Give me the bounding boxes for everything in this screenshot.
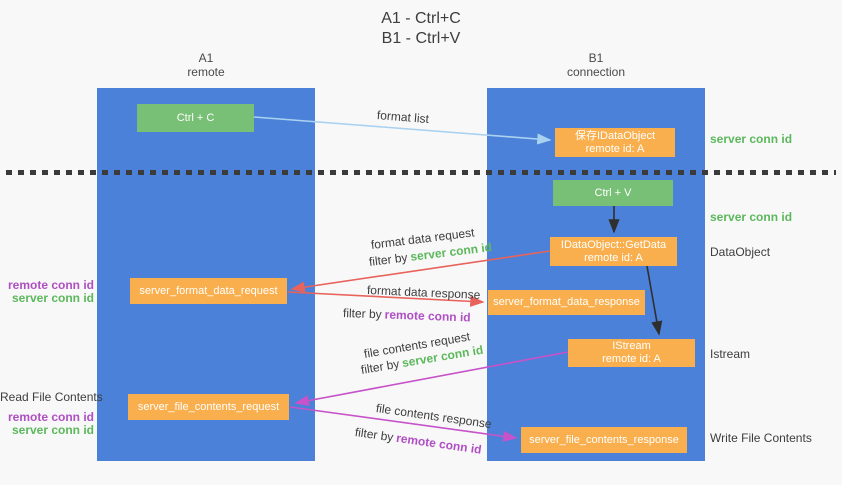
label-remote-conn-id-file: remote conn id — [7, 410, 94, 424]
filter-target: remote conn id — [384, 307, 471, 325]
arrow-file-contents-request — [294, 351, 569, 407]
label-write-file-contents: Write File Contents — [710, 431, 812, 445]
label-server-conn-id-top: server conn id — [710, 132, 793, 146]
column-a1-name: A1 — [198, 51, 214, 65]
arrow-format-data-request — [290, 250, 551, 293]
label-server-conn-id-format: server conn id — [11, 291, 94, 305]
diagram-title: A1 - Ctrl+C B1 - Ctrl+V — [0, 9, 842, 49]
session-separator-dotted-line — [6, 170, 836, 175]
save-idataobject-line2: remote id: A — [585, 142, 645, 155]
node-server-format-data-request: server_format_data_request — [130, 278, 287, 304]
label-istream: Istream — [710, 347, 751, 361]
node-ctrl-v: Ctrl + V — [553, 180, 673, 206]
istream-line2: remote id: A — [602, 353, 661, 365]
node-istream: IStream remote id: A — [568, 339, 695, 367]
getdata-line1: IDataObject::GetData — [560, 238, 667, 251]
label-read-file-contents: Read File Contents — [0, 390, 103, 404]
node-ctrl-c: Ctrl + C — [137, 104, 254, 132]
file-response-label: server_file_contents_response — [529, 433, 679, 446]
arrow-format-list — [253, 116, 552, 145]
ctrl-c-label: Ctrl + C — [176, 111, 215, 124]
arrow-getdata-to-istream — [646, 265, 663, 336]
filter-prefix: filter by — [342, 306, 382, 322]
arrow-format-data-response — [287, 291, 485, 307]
node-server-file-contents-response: server_file_contents_response — [521, 427, 687, 453]
save-idataobject-line1: 保存IDataObject — [574, 129, 656, 142]
node-save-idataobject: 保存IDataObject remote id: A — [555, 128, 675, 157]
format-request-label: server_format_data_request — [139, 284, 278, 297]
column-a1-subtitle: remote — [187, 65, 225, 79]
istream-line1: IStream — [612, 340, 651, 352]
node-server-file-contents-request: server_file_contents_request — [128, 394, 289, 420]
node-server-format-data-response: server_format_data_response — [488, 290, 645, 315]
title-line-1: A1 - Ctrl+C — [381, 10, 461, 27]
node-idataobject-getdata: IDataObject::GetData remote id: A — [550, 237, 677, 266]
label-remote-conn-id-format: remote conn id — [7, 278, 94, 292]
getdata-line2: remote id: A — [584, 251, 643, 264]
column-header-a1: A1 remote — [97, 51, 315, 79]
label-dataobject: DataObject — [710, 245, 771, 259]
column-b1-name: B1 — [588, 51, 604, 65]
label-server-conn-id-mid: server conn id — [710, 210, 793, 224]
file-request-label: server_file_contents_request — [137, 400, 280, 413]
format-response-label: server_format_data_response — [493, 296, 640, 308]
title-line-2: B1 - Ctrl+V — [381, 30, 461, 47]
column-header-b1: B1 connection — [487, 51, 705, 79]
arrow-file-contents-response — [289, 406, 518, 442]
label-server-conn-id-file: server conn id — [11, 423, 94, 437]
ctrl-v-label: Ctrl + V — [594, 186, 632, 199]
column-b1-subtitle: connection — [566, 65, 626, 79]
